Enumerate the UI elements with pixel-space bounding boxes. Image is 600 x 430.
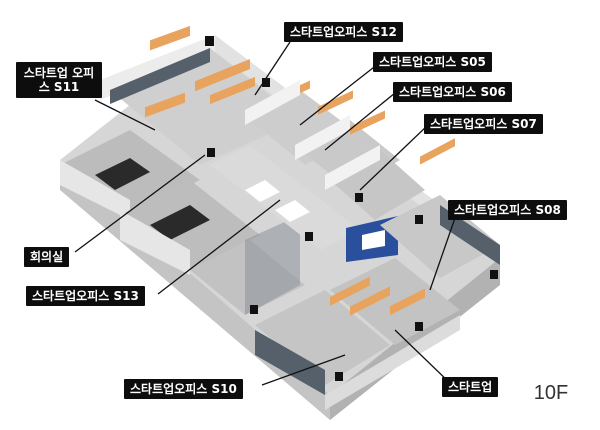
desk: [150, 25, 190, 51]
pillar: [262, 78, 270, 87]
corridor-floor: [210, 145, 360, 250]
desk: [350, 110, 385, 135]
label-s07: 스타트업오피스 S07: [424, 114, 543, 134]
label-s08: 스타트업오피스 S08: [448, 200, 567, 220]
label-s12: 스타트업오피스 S12: [284, 22, 403, 42]
leader-line-s12: [254, 41, 291, 96]
label-meeting-room: 회의실: [24, 247, 70, 267]
lounge-table: [275, 200, 310, 222]
leader-line-meeting: [74, 154, 206, 253]
label-s06: 스타트업오피스 S06: [393, 82, 512, 102]
leader-line-s11: [94, 99, 156, 131]
leader-line-s08: [429, 217, 456, 291]
office-s09-wall: [325, 315, 460, 410]
pillar: [205, 36, 214, 46]
office-s10-glass: [255, 330, 325, 395]
desk: [420, 138, 455, 165]
meeting-room-wall: [120, 210, 190, 275]
desk: [318, 90, 353, 115]
desk: [210, 76, 255, 105]
partition-wall: [245, 80, 300, 125]
meeting-room-table: [95, 158, 150, 190]
office-s09-floor: [330, 258, 460, 345]
leader-line-s06: [324, 92, 396, 151]
desk: [330, 276, 370, 306]
leader-line-s09: [394, 329, 453, 386]
pillar: [335, 372, 343, 381]
partition-wall: [325, 145, 380, 190]
desk: [145, 92, 185, 118]
desk: [390, 288, 425, 316]
lounge-table: [245, 180, 280, 202]
office-s12-window: [110, 48, 210, 104]
partition-wall: [295, 115, 350, 160]
blue-sign-inner: [362, 230, 385, 250]
office-s10-floor: [255, 290, 390, 385]
pillar: [415, 215, 423, 224]
label-s05: 스타트업오피스 S05: [373, 52, 492, 72]
pillar: [415, 322, 423, 331]
meeting-room-table: [150, 205, 210, 240]
leader-line-s07: [359, 124, 429, 191]
leader-lines: [74, 41, 456, 386]
pillar: [490, 270, 498, 279]
leader-line-s05: [299, 63, 379, 126]
label-s13: 스타트업오피스 S13: [26, 286, 145, 306]
desk: [195, 58, 250, 92]
pillar: [355, 193, 363, 202]
desk: [350, 286, 390, 316]
floor-indicator: 10F: [502, 357, 600, 430]
leader-line-s10: [261, 354, 346, 386]
office-s08-glass: [440, 205, 500, 265]
label-s10: 스타트업오피스 S10: [124, 379, 243, 399]
office-s13-glass: [245, 215, 300, 315]
label-s09-partial: 스타트업: [442, 377, 499, 397]
pillar: [305, 232, 313, 241]
office-s08-floor: [380, 195, 500, 278]
leader-line-s13: [157, 199, 281, 295]
pillar: [250, 305, 258, 314]
label-s11: 스타트업 오피스 S11: [16, 62, 102, 98]
meeting-room-wall: [60, 160, 130, 220]
pillar: [207, 148, 215, 157]
